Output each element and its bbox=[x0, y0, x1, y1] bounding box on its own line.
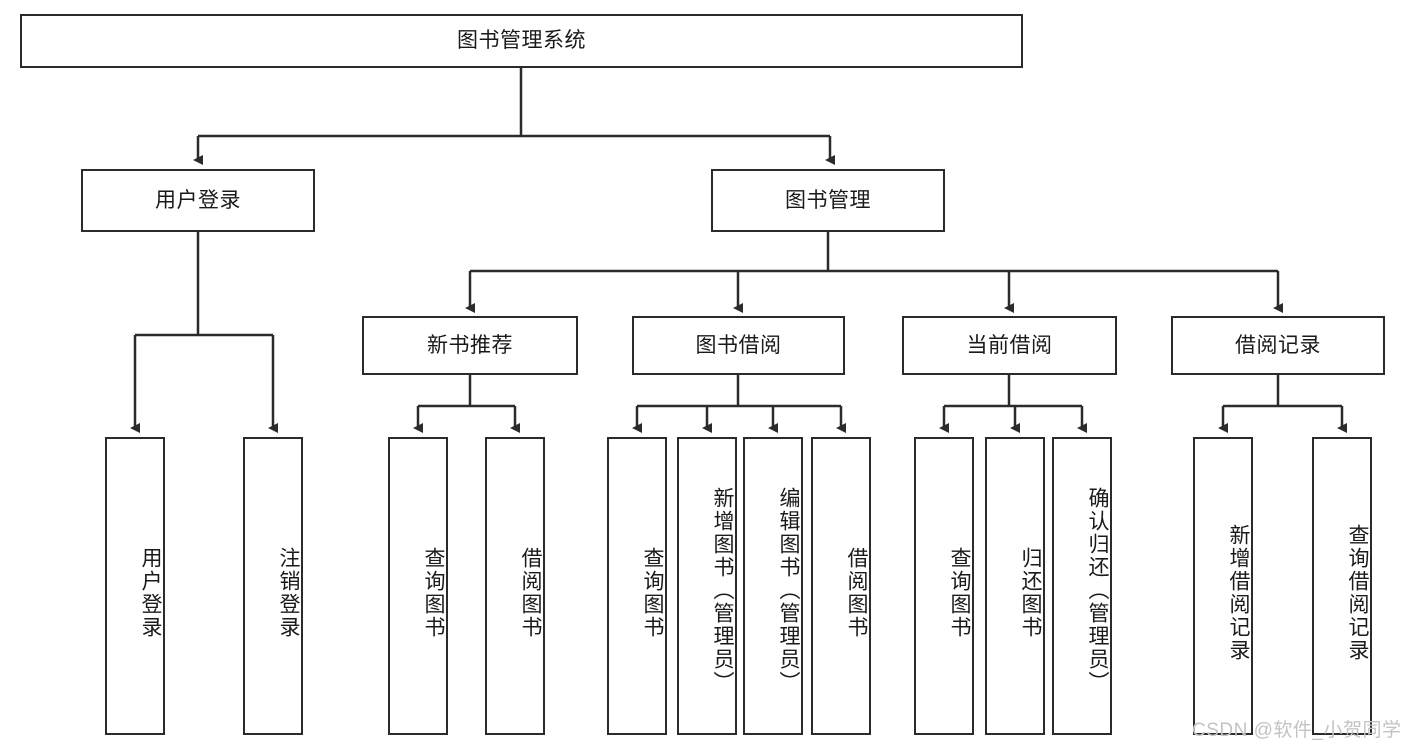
leaf-confirm-return-admin[interactable]: 确认归还（管理员） bbox=[1052, 437, 1112, 735]
leaf-user-login[interactable]: 用户登录 bbox=[105, 437, 165, 735]
leaf-logout[interactable]: 注销登录 bbox=[243, 437, 303, 735]
node-root[interactable]: 图书管理系统 bbox=[20, 14, 1023, 68]
leaf-query-book-recommend[interactable]: 查询图书 bbox=[388, 437, 448, 735]
node-new-book-recommend[interactable]: 新书推荐 bbox=[362, 316, 578, 375]
leaf-edit-book-admin[interactable]: 编辑图书（管理员） bbox=[743, 437, 803, 735]
leaf-add-book-admin[interactable]: 新增图书（管理员） bbox=[677, 437, 737, 735]
leaf-return-book[interactable]: 归还图书 bbox=[985, 437, 1045, 735]
leaf-query-book-borrow[interactable]: 查询图书 bbox=[607, 437, 667, 735]
node-borrow-record[interactable]: 借阅记录 bbox=[1171, 316, 1385, 375]
csdn-watermark: CSDN @软件_小贺同学 bbox=[1192, 720, 1402, 741]
leaf-borrow-book-recommend[interactable]: 借阅图书 bbox=[485, 437, 545, 735]
leaf-query-borrow-record[interactable]: 查询借阅记录 bbox=[1312, 437, 1372, 735]
leaf-query-book-current[interactable]: 查询图书 bbox=[914, 437, 974, 735]
leaf-borrow-book[interactable]: 借阅图书 bbox=[811, 437, 871, 735]
leaf-add-borrow-record[interactable]: 新增借阅记录 bbox=[1193, 437, 1253, 735]
node-user-login[interactable]: 用户登录 bbox=[81, 169, 315, 232]
node-current-borrow[interactable]: 当前借阅 bbox=[902, 316, 1117, 375]
node-book-management[interactable]: 图书管理 bbox=[711, 169, 945, 232]
node-book-borrow[interactable]: 图书借阅 bbox=[632, 316, 845, 375]
